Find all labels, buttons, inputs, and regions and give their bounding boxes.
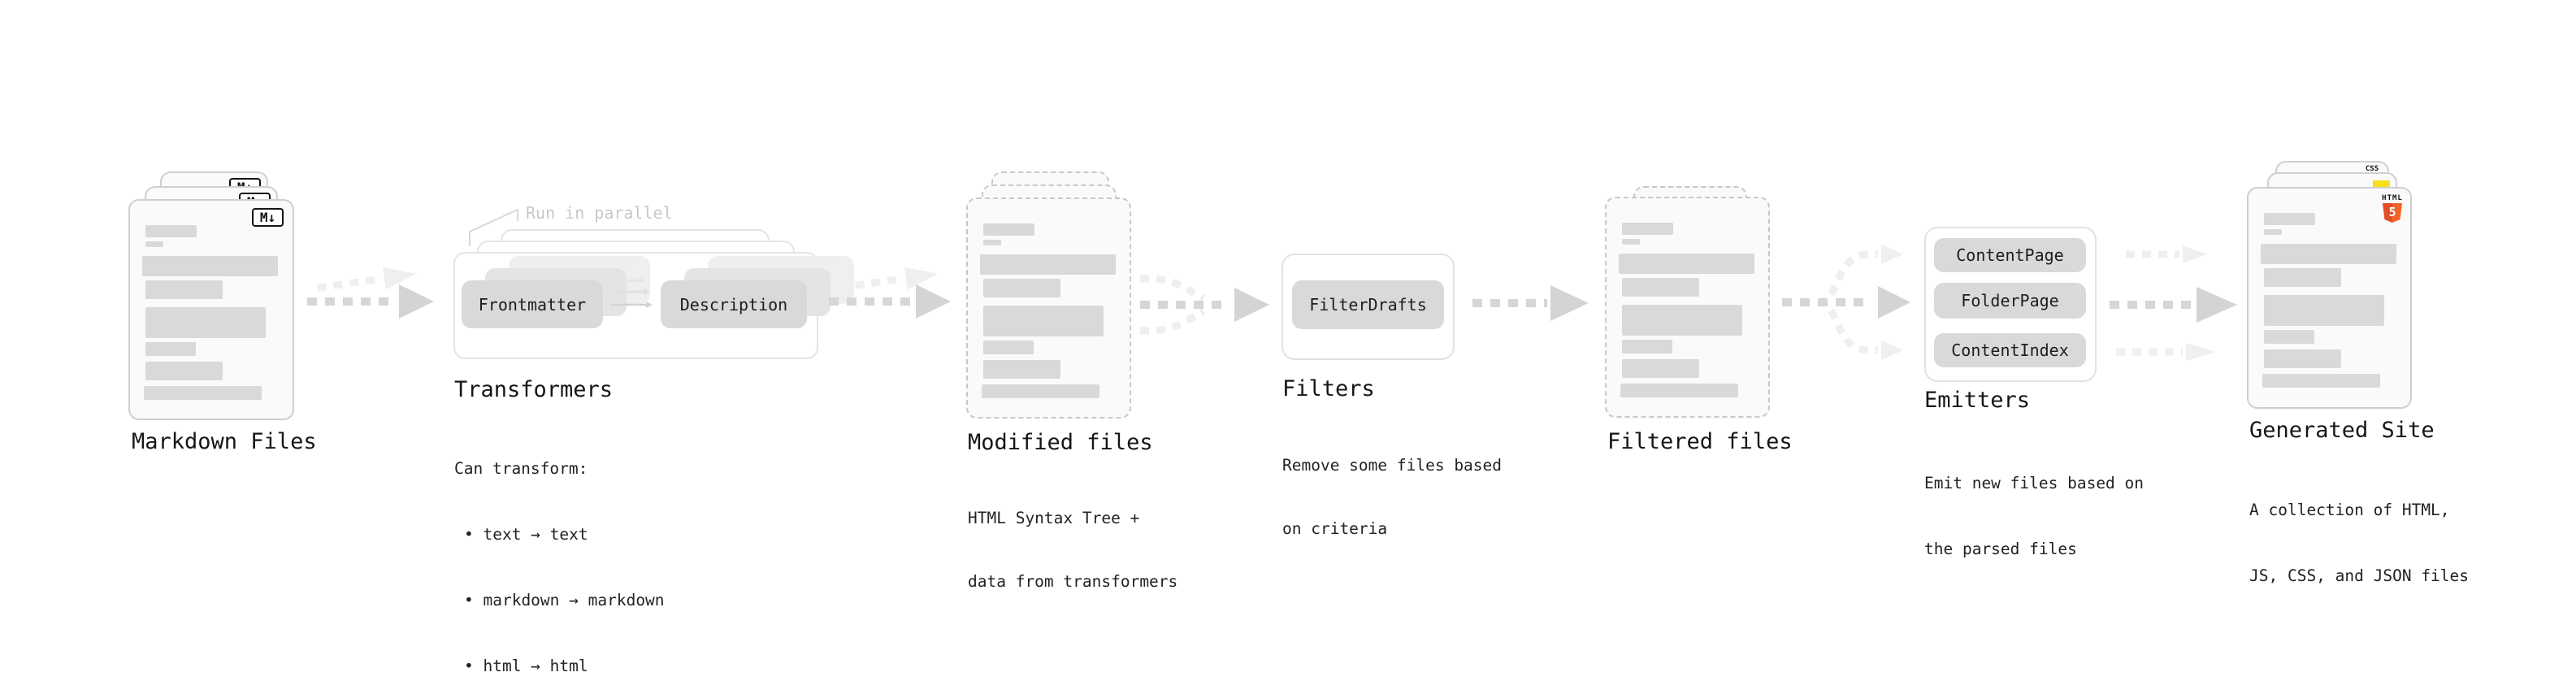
content-bar bbox=[145, 280, 223, 299]
html5-icon-label: HTML bbox=[2382, 194, 2403, 202]
description-line: Remove some files based bbox=[1282, 456, 1503, 475]
content-bar bbox=[1622, 359, 1699, 378]
flow-arrow-markdown-to-transformers bbox=[307, 267, 434, 319]
description-line: • text → text bbox=[464, 525, 588, 544]
flow-arrows-emitters-to-generated bbox=[2110, 245, 2237, 361]
html5-shield: 5 bbox=[2383, 203, 2402, 223]
stage-title-filtered-files: Filtered files bbox=[1607, 429, 1793, 454]
stage-title-markdown-files: Markdown Files bbox=[132, 429, 317, 454]
description-line: the parsed files bbox=[1924, 540, 2077, 558]
filterdrafts-node: FilterDrafts bbox=[1292, 280, 1444, 329]
content-bar bbox=[982, 384, 1099, 398]
generated-site-description: A collection of HTML, JS, CSS, and JSON … bbox=[2249, 455, 2469, 631]
flow-arrow-modified-to-filters-merge bbox=[1140, 275, 1269, 335]
description-line: JS, CSS, and JSON files bbox=[2249, 566, 2470, 585]
stage-title-generated-site: Generated Site bbox=[2249, 418, 2435, 443]
content-bar bbox=[144, 386, 262, 400]
content-bar bbox=[983, 306, 1104, 336]
content-bar bbox=[2264, 213, 2315, 225]
emitters-description: Emit new files based on the parsed files bbox=[1924, 428, 2144, 604]
description-line: HTML Syntax Tree + bbox=[968, 509, 1140, 527]
run-in-parallel-annotation: Run in parallel bbox=[526, 203, 673, 223]
markdown-file-doc: M↓ bbox=[128, 199, 294, 420]
content-bar bbox=[145, 241, 163, 247]
markdown-icon: M↓ bbox=[252, 208, 284, 227]
description-line: Can transform: bbox=[454, 459, 588, 478]
content-bar bbox=[2264, 330, 2314, 344]
content-bar bbox=[2264, 349, 2341, 368]
stage-title-emitters: Emitters bbox=[1924, 388, 2031, 413]
content-bar bbox=[2262, 374, 2380, 388]
content-bar bbox=[983, 279, 1060, 297]
description-line: A collection of HTML, bbox=[2249, 501, 2450, 519]
content-bar bbox=[983, 340, 1034, 354]
flow-arrow-filtered-to-emitters-split bbox=[1782, 245, 1910, 360]
content-bar bbox=[1622, 278, 1699, 297]
doc-content-placeholder bbox=[968, 199, 1130, 417]
content-bar bbox=[2264, 229, 2282, 235]
parallel-arrows-icon bbox=[611, 277, 653, 308]
content-bar bbox=[145, 225, 197, 237]
content-bar bbox=[1619, 254, 1754, 274]
generated-html-doc: HTML 5 bbox=[2247, 187, 2412, 409]
annotation-leader-line bbox=[469, 208, 518, 246]
html5-icon: HTML 5 bbox=[2382, 194, 2403, 223]
stage-title-transformers: Transformers bbox=[454, 377, 614, 402]
stage-title-filters: Filters bbox=[1282, 376, 1375, 401]
content-bar bbox=[983, 240, 1001, 245]
contentindex-node: ContentIndex bbox=[1934, 333, 2086, 367]
flow-arrow-filters-to-filtered bbox=[1472, 285, 1589, 321]
css-icon-label: CSS bbox=[2365, 165, 2379, 173]
content-bar bbox=[2264, 295, 2384, 326]
content-bar bbox=[1622, 223, 1673, 235]
contentpage-node: ContentPage bbox=[1934, 238, 2086, 272]
stage-title-modified-files: Modified files bbox=[968, 430, 1153, 455]
modified-file-doc bbox=[966, 197, 1131, 419]
content-bar bbox=[980, 254, 1116, 275]
content-bar bbox=[983, 360, 1060, 379]
content-bar bbox=[2264, 268, 2341, 287]
doc-content-placeholder bbox=[130, 201, 293, 419]
content-bar bbox=[145, 342, 196, 356]
content-bar bbox=[1622, 305, 1742, 336]
modified-files-description: HTML Syntax Tree + data from transformer… bbox=[968, 466, 1177, 635]
description-line: data from transformers bbox=[968, 572, 1178, 591]
doc-content-placeholder bbox=[2249, 189, 2410, 407]
js-icon bbox=[2373, 180, 2390, 189]
content-bar bbox=[2261, 244, 2396, 264]
content-bar bbox=[983, 223, 1034, 236]
frontmatter-node: Frontmatter bbox=[462, 280, 603, 328]
transformers-description: Can transform: • text → text • markdown … bbox=[454, 414, 665, 681]
content-bar bbox=[1622, 239, 1640, 245]
content-bar bbox=[145, 362, 223, 380]
description-node: Description bbox=[661, 280, 807, 328]
description-line: • markdown → markdown bbox=[464, 591, 665, 609]
content-bar bbox=[1622, 340, 1672, 354]
description-line: Emit new files based on bbox=[1924, 474, 2144, 492]
doc-content-placeholder bbox=[1607, 198, 1768, 416]
folderpage-node: FolderPage bbox=[1934, 283, 2086, 319]
description-line: • html → html bbox=[464, 657, 588, 675]
content-bar bbox=[1620, 384, 1738, 397]
description-line: on criteria bbox=[1282, 519, 1388, 538]
content-bar bbox=[142, 256, 278, 276]
filters-description: Remove some files based on criteria bbox=[1282, 413, 1502, 582]
filtered-file-doc bbox=[1605, 197, 1770, 418]
flow-arrow-transformers-to-modified bbox=[829, 267, 951, 319]
content-bar bbox=[145, 307, 266, 338]
